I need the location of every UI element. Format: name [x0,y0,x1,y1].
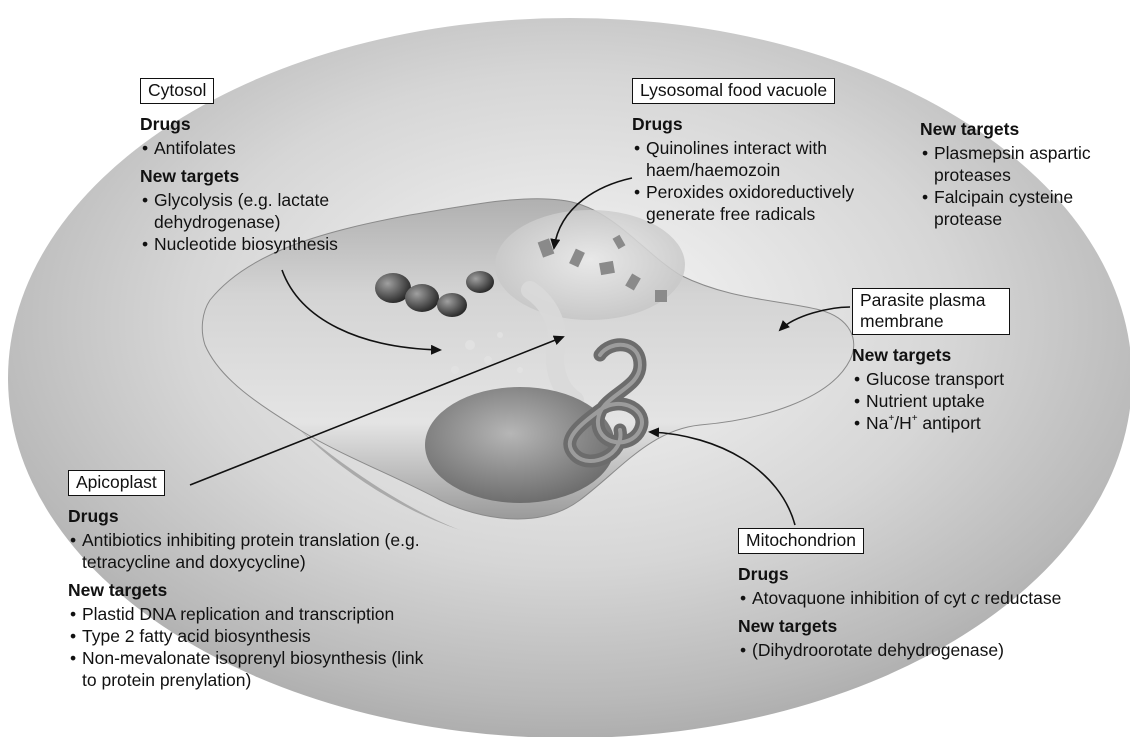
apicoplast-drug-item: Antibiotics inhibiting protein translati… [68,529,448,573]
cytosol-drug-item: Antifolates [140,137,440,159]
mitochondrion-target-list: (Dihydroorotate dehydrogenase) [738,639,1130,661]
plasma-membrane-targets-heading: New targets [852,344,1052,366]
plasma-membrane-target-list: Glucose transport Nutrient uptake Na+/H+… [852,368,1052,434]
cytosol-drugs-heading: Drugs [140,113,440,135]
mitochondrion-target-item: (Dihydroorotate dehydrogenase) [738,639,1130,661]
cytosol-target-item: Glycolysis (e.g. lactate dehydrogenase) [140,189,380,233]
food-vacuole-label: Lysosomal food vacuole [632,78,835,104]
apicoplast-drug-list: Antibiotics inhibiting protein translati… [68,529,448,573]
food-vacuole-drug-list: Quinolines interact with haem/haemozoin … [632,137,907,225]
plasma-membrane-label: Parasite plasma membrane [852,288,1010,335]
antiport-target-item: Na+/H+ antiport [852,412,1052,434]
food-vacuole-targets-heading: New targets [920,118,1120,140]
cytosol-target-list: Glycolysis (e.g. lactate dehydrogenase) … [140,189,380,255]
food-vacuole-target-item: Plasmepsin aspartic proteases [920,142,1110,186]
mitochondrion-annotation: Mitochondrion Drugs Atovaquone inhibitio… [738,528,1130,667]
food-vacuole-drug-item: Quinolines interact with haem/haemozoin [632,137,876,181]
apicoplast-target-item: Non-mevalonate isoprenyl biosynthesis (l… [68,647,427,691]
food-vacuole-target-item: Falcipain cysteine protease [920,186,1110,230]
food-vacuole-drugs-heading: Drugs [632,113,912,135]
plasma-membrane-annotation: Parasite plasma membrane New targets Glu… [852,288,1052,440]
apicoplast-label: Apicoplast [68,470,165,496]
mitochondrion-targets-heading: New targets [738,615,1130,637]
cytosol-annotation: Cytosol Drugs Antifolates New targets Gl… [140,78,440,261]
mitochondrion-drugs-heading: Drugs [738,563,1130,585]
mitochondrion-drug-list: Atovaquone inhibition of cyt c reductase [738,587,1130,609]
mitochondrion-drug-item: Atovaquone inhibition of cyt c reductase [738,587,1130,609]
food-vacuole-target-list: Plasmepsin aspartic proteases Falcipain … [920,142,1110,230]
food-vacuole-annotation: Lysosomal food vacuole Drugs Quinolines … [632,78,912,231]
plasma-membrane-target-item: Nutrient uptake [852,390,1052,412]
apicoplast-target-item: Type 2 fatty acid biosynthesis [68,625,468,647]
apicoplast-drugs-heading: Drugs [68,505,488,527]
apicoplast-annotation: Apicoplast Drugs Antibiotics inhibiting … [68,470,488,697]
cytosol-targets-heading: New targets [140,165,440,187]
food-vacuole-targets: New targets Plasmepsin aspartic protease… [920,116,1120,236]
cytosol-label: Cytosol [140,78,214,104]
cytosol-target-item: Nucleotide biosynthesis [140,233,380,255]
apicoplast-target-item: Plastid DNA replication and transcriptio… [68,603,468,625]
cytosol-drug-list: Antifolates [140,137,440,159]
apicoplast-target-list: Plastid DNA replication and transcriptio… [68,603,468,691]
plasma-membrane-target-item: Glucose transport [852,368,1052,390]
apicoplast-targets-heading: New targets [68,579,488,601]
mitochondrion-label: Mitochondrion [738,528,864,554]
food-vacuole-drug-item: Peroxides oxidoreductively generate free… [632,181,911,225]
